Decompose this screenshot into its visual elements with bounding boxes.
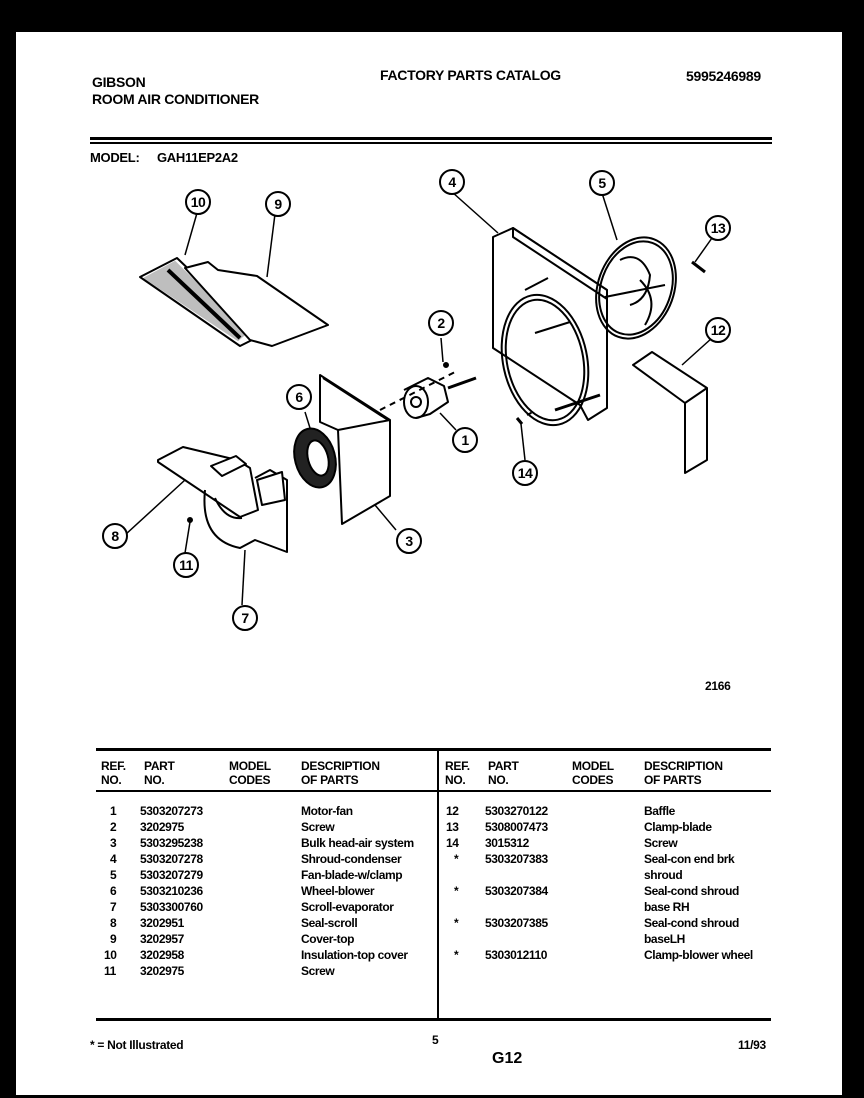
fan-blade-part [595, 236, 677, 340]
bulkhead-air-system-part [319, 374, 391, 525]
insulation-top-cover-part [139, 257, 253, 347]
screw-14-part [515, 417, 524, 425]
product-name: ROOM AIR CONDITIONER [92, 91, 259, 107]
figure-number: 2166 [705, 679, 731, 693]
table-top-rule [96, 748, 771, 751]
table-column-divider [437, 748, 439, 1020]
callout-6-wheel: 6 [286, 384, 312, 410]
not-illustrated-legend: * = Not Illustrated [90, 1038, 184, 1052]
header-rule-bottom [90, 142, 772, 144]
blower-wheel-part [293, 427, 337, 489]
exploded-parts-diagram [124, 191, 713, 606]
brand-name: GIBSON [92, 74, 146, 90]
clamp-blade-part [691, 260, 706, 274]
motor-fan-part [379, 371, 477, 419]
cover-top-part [184, 261, 329, 347]
model-label: MODEL: [90, 150, 140, 165]
catalog-number: 5995246989 [686, 68, 761, 84]
callout-11: 11 [173, 552, 199, 578]
seal-scroll-part [157, 446, 259, 518]
callout-5: 5 [589, 170, 615, 196]
callout-1: 1 [452, 427, 478, 453]
callout-7: 7 [232, 605, 258, 631]
shroud-condenser-part [492, 227, 608, 427]
col-ref-no-left: REF.NO. [101, 759, 126, 787]
callout-3: 3 [396, 528, 422, 554]
baffle-part [632, 351, 708, 474]
scroll-evaporator-part [203, 469, 288, 553]
callout-12: 12 [705, 317, 731, 343]
footer-rule [96, 1018, 771, 1021]
section-code: G12 [492, 1050, 523, 1067]
table-header-rule [96, 790, 771, 792]
callout-4: 4 [439, 169, 465, 195]
callout-9: 9 [265, 191, 291, 217]
model-number: GAH11EP2A2 [157, 150, 238, 165]
page-number: 5 [432, 1033, 439, 1047]
callout-2: 2 [428, 310, 454, 336]
screw-11-part [187, 517, 193, 523]
screw-2-part [443, 362, 449, 368]
catalog-page: GIBSON ROOM AIR CONDITIONER FACTORY PART… [16, 32, 842, 1095]
callout-14: 14 [512, 460, 538, 486]
callout-10: 10 [185, 189, 211, 215]
col-ref-no-right: REF.NO. [445, 759, 470, 787]
revision-date: 11/93 [738, 1038, 766, 1052]
header-rule-top [90, 137, 772, 140]
callout-8: 8 [102, 523, 128, 549]
callout-13: 13 [705, 215, 731, 241]
catalog-title: FACTORY PARTS CATALOG [380, 67, 561, 83]
